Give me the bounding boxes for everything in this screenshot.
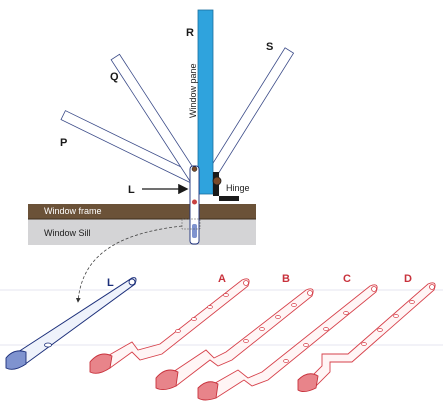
stay-label-a: A [218, 273, 226, 285]
label-window-pane: Window pane [188, 63, 198, 118]
pane-position-r [197, 9, 214, 195]
stay-a: A [89, 273, 250, 374]
stay-d: D [297, 273, 436, 393]
stay-label-d: D [404, 273, 412, 285]
label-window-sill: Window Sill [44, 228, 91, 238]
stay-l-in-situ [181, 165, 201, 245]
label-q: Q [110, 71, 119, 83]
stay-label-l: L [107, 277, 114, 289]
stay-b: B [155, 273, 314, 391]
stay-l-detached: L [5, 277, 137, 370]
stay-label-c: C [343, 273, 351, 285]
hinge-icon [212, 172, 239, 201]
stay-label-b: B [282, 273, 290, 285]
label-stay-l: L [128, 184, 135, 196]
window-sill [28, 219, 256, 245]
pane-position-s [201, 47, 295, 186]
label-p: P [60, 137, 67, 149]
label-window-frame: Window frame [44, 206, 102, 216]
label-hinge: Hinge [226, 183, 250, 193]
label-r: R [186, 27, 194, 39]
label-s: S [266, 41, 273, 53]
dashed-pointer-arrow [75, 225, 183, 303]
stay-c: C [197, 273, 378, 401]
